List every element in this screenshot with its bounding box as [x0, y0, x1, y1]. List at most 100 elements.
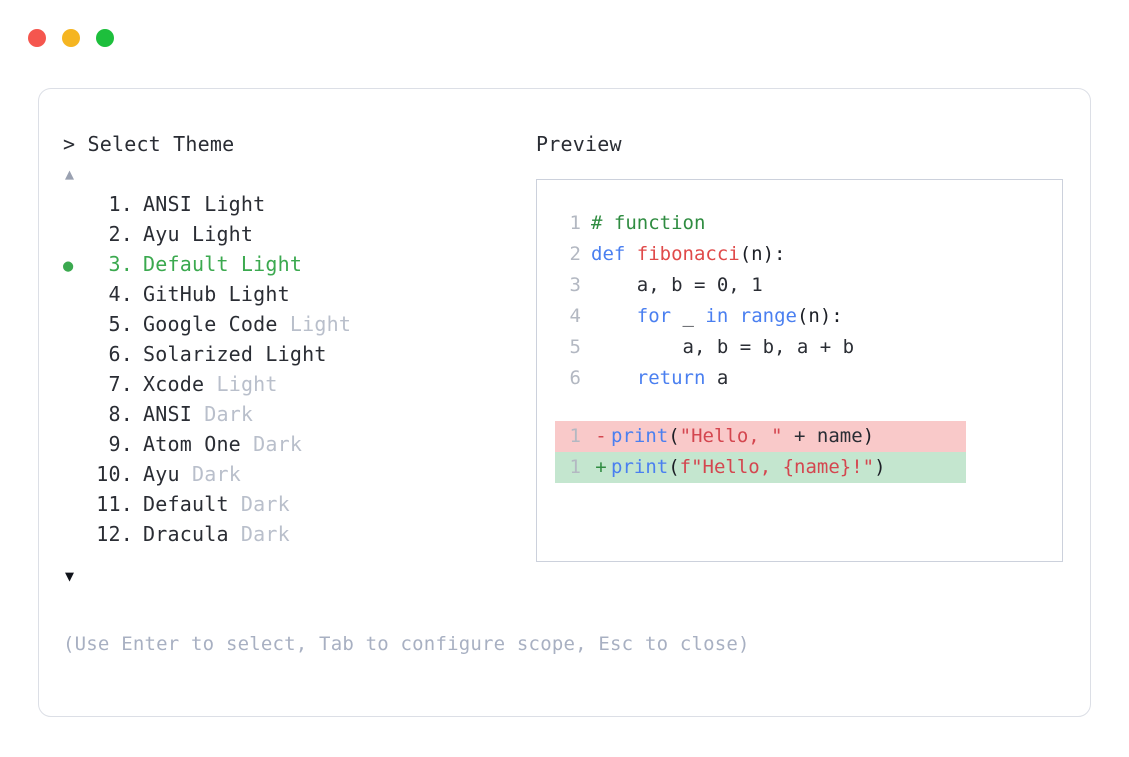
theme-item-name: ANSI Light [143, 192, 266, 216]
code-token-plain: a, b = b, a + b [591, 336, 855, 358]
code-token-plain [591, 305, 637, 327]
theme-item-variant: Dark [240, 432, 303, 456]
code-diff-text: print("Hello, " + name) [611, 421, 874, 452]
code-token-punct: ( [668, 456, 680, 478]
code-diff-sample: 1-print("Hello, " + name)1+print(f"Hello… [555, 421, 1062, 483]
code-diff-sign: - [595, 425, 607, 447]
scroll-up-arrow-icon[interactable]: ▲ [65, 165, 75, 183]
maximize-button[interactable] [96, 29, 114, 47]
theme-item-name: Ayu [143, 462, 180, 486]
code-token-string: f"Hello, {name}!" [679, 456, 875, 478]
scroll-down-arrow-icon[interactable]: ▼ [65, 567, 75, 585]
theme-list-item[interactable]: 2. Ayu Light [63, 219, 533, 249]
theme-item-number: 3. [108, 252, 133, 276]
theme-list-item[interactable]: 12. Dracula Dark [63, 519, 533, 549]
theme-list-item[interactable]: 6. Solarized Light [63, 339, 533, 369]
code-line-number: 1 [569, 456, 581, 478]
code-token-builtin: print [611, 425, 669, 447]
theme-item-number: 9. [108, 432, 133, 456]
preview-title: Preview [536, 132, 622, 156]
code-diff-spacer [555, 394, 1062, 421]
theme-selector-panel: > Select Theme ▲ 1. ANSI Light 2. Ayu Light… [63, 131, 533, 587]
code-token-plain: + name [782, 425, 863, 447]
select-theme-prompt: > Select Theme [63, 132, 235, 156]
theme-list-item[interactable]: 5.Google Code Light [63, 309, 533, 339]
code-token-plain [728, 305, 739, 327]
theme-list-item[interactable]: ● 3. Default Light [63, 249, 533, 279]
code-token-comment: # function [591, 212, 706, 234]
code-line-text: def fibonacci(n): [591, 239, 785, 270]
code-token-plain: , [728, 274, 752, 296]
code-line: 1# function [555, 208, 1062, 239]
code-token-plain [591, 367, 637, 389]
window-controls [28, 29, 114, 47]
theme-item-name: Ayu Light [143, 222, 254, 246]
code-line-text: a, b = b, a + b [591, 332, 855, 363]
code-line: 3 a, b = 0, 1 [555, 270, 1062, 301]
theme-item-variant: Dark [179, 462, 241, 486]
theme-item-name: Default [143, 492, 229, 516]
code-line-text: # function [591, 208, 705, 239]
theme-list-item[interactable]: 10.Ayu Dark [63, 459, 533, 489]
theme-list-item[interactable]: 8.ANSI Dark [63, 399, 533, 429]
code-token-punct: ( [668, 425, 680, 447]
code-line-number: 1 [569, 425, 581, 447]
code-line-number: 6 [569, 367, 581, 389]
theme-item-number: 6. [108, 342, 133, 366]
code-line: 4 for _ in range(n): [555, 301, 1062, 332]
code-token-plain: a, b = [591, 274, 717, 296]
code-token-keyword: for [636, 305, 672, 327]
theme-item-name: Default Light [143, 252, 303, 276]
theme-list-item[interactable]: 4.GitHub Light [63, 279, 533, 309]
theme-list-item[interactable]: 7.Xcode Light [63, 369, 533, 399]
code-diff-sign: + [595, 456, 607, 478]
theme-list-item[interactable]: 11.Default Dark [63, 489, 533, 519]
keyboard-hint-text: (Use Enter to select, Tab to configure s… [63, 633, 750, 655]
theme-item-name: Dracula [143, 522, 229, 546]
theme-item-number: 12. [96, 522, 133, 546]
code-token-punct: (n): [739, 243, 786, 265]
theme-item-variant: Dark [191, 402, 254, 426]
theme-item-name: Google Code [143, 312, 278, 336]
code-token-func: fibonacci [636, 243, 740, 265]
theme-item-number: 11. [96, 492, 133, 516]
code-token-punct: (n): [796, 305, 843, 327]
theme-item-number: 7. [108, 372, 133, 396]
code-line-number: 2 [569, 243, 581, 265]
theme-item-name: GitHub Light [143, 282, 290, 306]
code-token-builtin: print [611, 456, 669, 478]
code-line-number: 4 [569, 305, 581, 327]
theme-selector-card: > Select Theme ▲ 1. ANSI Light 2. Ayu Light… [38, 88, 1091, 717]
code-token-punct: ) [862, 425, 875, 447]
theme-item-number: 2. [108, 222, 133, 246]
code-token-keyword: in [705, 305, 729, 327]
window-titlebar [0, 0, 1129, 76]
theme-item-variant: Dark [228, 522, 290, 546]
close-button[interactable] [28, 29, 46, 47]
code-line-text: for _ in range(n): [591, 301, 843, 332]
theme-item-number: 1. [108, 192, 133, 216]
theme-list-item[interactable]: 1. ANSI Light [63, 189, 533, 219]
code-token-keyword: return [636, 367, 706, 389]
code-token-string: "Hello, " [679, 425, 783, 447]
theme-item-name: Solarized Light [143, 342, 327, 366]
code-diff-text: print(f"Hello, {name}!") [611, 452, 886, 483]
theme-item-name: Atom One [143, 432, 241, 456]
theme-list: 1. ANSI Light 2. Ayu Light ● 3. Default Light 4… [63, 189, 533, 549]
code-token-num: 0 [716, 274, 729, 296]
minimize-button[interactable] [62, 29, 80, 47]
theme-item-name: ANSI [143, 402, 192, 426]
theme-list-item[interactable]: 9. Atom One Dark [63, 429, 533, 459]
code-token-keyword: def [591, 243, 637, 265]
code-line-text: return a [591, 363, 729, 394]
code-token-punct: ) [874, 456, 886, 478]
code-line-text: a, b = 0, 1 [591, 270, 763, 301]
code-diff-line-added: 1 +print(f"Hello, {name}!") [555, 452, 966, 483]
selected-bullet-icon: ● [63, 256, 74, 276]
code-line: 2 def fibonacci(n): [555, 239, 1062, 270]
code-token-plain: _ [671, 305, 706, 327]
code-line: 6 return a [555, 363, 1062, 394]
